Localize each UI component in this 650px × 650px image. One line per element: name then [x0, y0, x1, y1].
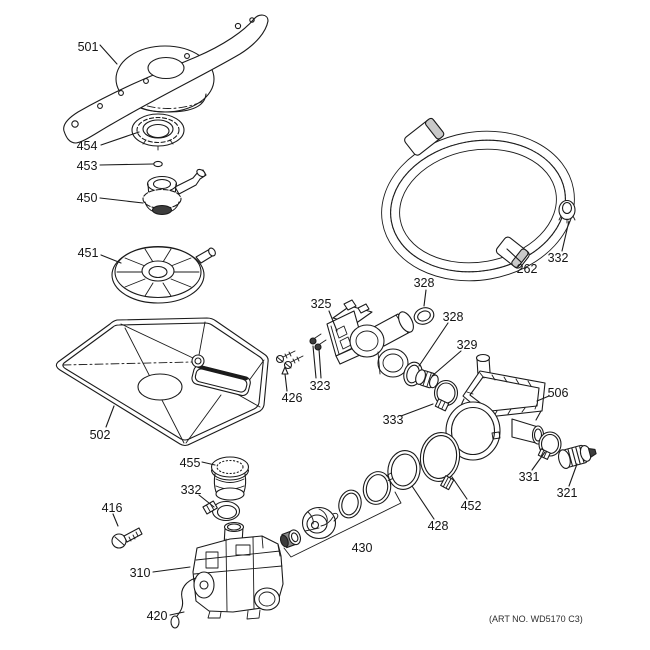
part-bolt-416	[111, 527, 143, 549]
callout-325: 325	[311, 297, 332, 311]
callout-450: 450	[77, 191, 98, 205]
bracket-430	[283, 491, 402, 558]
callout-332-hose: 332	[548, 251, 569, 265]
part-seal-453	[153, 160, 163, 168]
art-number: (ART NO. WD5170 C3)	[489, 614, 583, 624]
callout-321: 321	[557, 486, 578, 500]
callout-329: 329	[457, 338, 478, 352]
part-wire-420	[170, 577, 197, 629]
part-base-plate-502	[55, 317, 269, 447]
part-screws-323	[309, 333, 327, 351]
part-spray-arm	[63, 14, 269, 144]
part-seal-kit-430	[279, 471, 402, 558]
part-clamp-452	[419, 432, 461, 491]
callout-502: 502	[90, 428, 111, 442]
callout-506: 506	[548, 386, 569, 400]
callout-labels: 501 454 453 450 451 502 426 325 328 328 …	[77, 40, 578, 623]
callout-323: 323	[310, 379, 331, 393]
callout-453: 453	[77, 159, 98, 173]
part-filter-455	[210, 456, 250, 501]
callout-451: 451	[78, 246, 99, 260]
part-sump-506	[445, 353, 546, 461]
leader-lines	[99, 44, 578, 616]
part-check-valve-321	[558, 444, 597, 469]
part-seal-428	[387, 450, 421, 490]
part-screws-426	[275, 350, 304, 375]
callout-420: 420	[147, 609, 168, 623]
callout-328-upper: 328	[414, 276, 435, 290]
part-filter-wheel-451	[111, 245, 216, 304]
part-hub-454	[131, 113, 185, 151]
part-oring-328-upper	[413, 307, 435, 325]
callout-501: 501	[78, 40, 99, 54]
callout-455: 455	[180, 456, 201, 470]
part-coupler-329	[415, 369, 439, 389]
part-clamp-333	[433, 379, 459, 412]
callout-454: 454	[77, 139, 98, 153]
callout-428: 428	[428, 519, 449, 533]
part-drain-pump-325	[326, 299, 414, 378]
part-clamp-332-pump	[202, 500, 241, 522]
callout-262: 262	[517, 262, 538, 276]
callout-328-lower: 328	[443, 310, 464, 324]
part-inlet-450	[142, 168, 207, 216]
callout-430: 430	[352, 541, 373, 555]
part-hose-fitting-332	[558, 199, 576, 224]
callout-416: 416	[102, 501, 123, 515]
callout-452: 452	[461, 499, 482, 513]
callout-331: 331	[519, 470, 540, 484]
callout-332-pump: 332	[181, 483, 202, 497]
part-clamp-331	[537, 431, 562, 460]
callout-310: 310	[130, 566, 151, 580]
callout-426: 426	[282, 391, 303, 405]
callout-333: 333	[383, 413, 404, 427]
part-drain-hose-262	[381, 117, 575, 282]
part-motor-310	[192, 521, 284, 620]
